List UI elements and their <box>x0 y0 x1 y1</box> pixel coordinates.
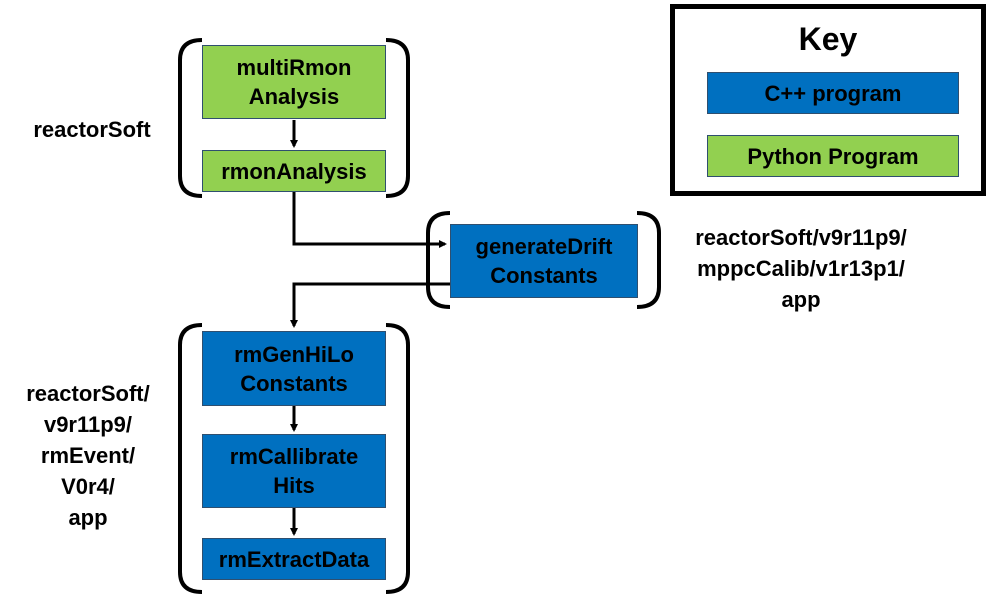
key-title: Key <box>798 21 858 57</box>
node-rmgenhilo-constants[interactable]: rmGenHiLo Constants <box>202 331 386 406</box>
arrow-rmon-to-generatedrift <box>292 192 447 248</box>
node-rmcallibrate-hits[interactable]: rmCallibrate Hits <box>202 434 386 508</box>
group1-label: reactorSoft <box>33 117 151 142</box>
group2-bracket <box>178 323 410 594</box>
node-multirmon-analysis[interactable]: multiRmon Analysis <box>202 45 386 119</box>
node-rmextract-data[interactable]: rmExtractData <box>202 538 386 580</box>
group1-bracket <box>178 38 410 198</box>
key-python-swatch: Python Program <box>707 135 959 177</box>
group2-label: reactorSoft/ v9r11p9/ rmEvent/ V0r4/ app <box>26 381 150 530</box>
node-rmon-analysis[interactable]: rmonAnalysis <box>202 150 386 192</box>
key-cpp-swatch: C++ program <box>707 72 959 114</box>
group3-label: reactorSoft/v9r11p9/ mppcCalib/v1r13p1/ … <box>695 225 907 312</box>
group3-bracket <box>426 211 661 309</box>
arrow-generatedrift-to-rmgenhilo <box>290 282 450 328</box>
node-generate-drift-constants[interactable]: generateDrift Constants <box>450 224 638 298</box>
key-panel: Key C++ program Python Program <box>670 4 986 196</box>
